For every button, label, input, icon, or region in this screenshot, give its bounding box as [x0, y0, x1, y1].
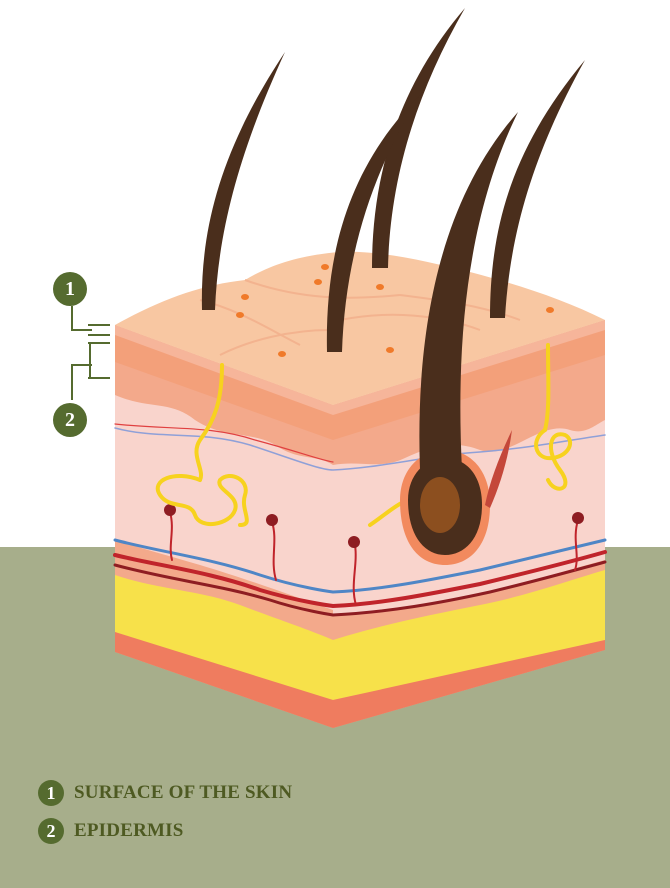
legend: 1 SURFACE OF THE SKIN 2 EPIDERMIS	[38, 776, 292, 852]
pore	[314, 279, 322, 285]
legend-item-surface: 1 SURFACE OF THE SKIN	[38, 776, 292, 810]
vessel-bulb	[348, 536, 360, 548]
pore	[278, 351, 286, 357]
pore	[376, 284, 384, 290]
pore	[386, 347, 394, 353]
legend-label: EPIDERMIS	[74, 820, 183, 842]
legend-badge: 1	[38, 780, 64, 806]
legend-item-epidermis: 2 EPIDERMIS	[38, 814, 292, 848]
pore	[546, 307, 554, 313]
hair-strand	[490, 60, 585, 318]
vessel-bulb	[572, 512, 584, 524]
callout-badge-1: 1	[53, 272, 87, 306]
legend-label: SURFACE OF THE SKIN	[74, 782, 292, 804]
callout-lines	[72, 306, 110, 400]
vessel-bulb	[266, 514, 278, 526]
callout-badge-2: 2	[53, 403, 87, 437]
callout-line-1	[72, 306, 92, 330]
pore	[236, 312, 244, 318]
legend-badge: 2	[38, 818, 64, 844]
pore	[321, 264, 329, 270]
pore	[241, 294, 249, 300]
dermal-papilla	[420, 477, 460, 533]
